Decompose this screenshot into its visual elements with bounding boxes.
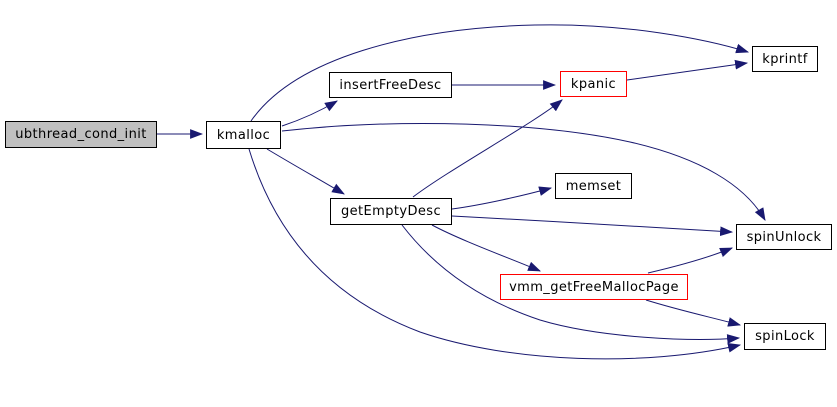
node-kpanic[interactable]: kpanic bbox=[560, 71, 627, 97]
edge-getemptydesc-to-kpanic bbox=[412, 99, 563, 198]
edge-kpanic-to-kprintf bbox=[626, 59, 749, 81]
node-memset[interactable]: memset bbox=[555, 173, 632, 199]
node-getemptydesc[interactable]: getEmptyDesc bbox=[330, 198, 452, 225]
edge-getemptydesc-to-memset bbox=[451, 186, 553, 210]
edge-kmalloc-to-spinunlock bbox=[281, 123, 766, 221]
node-kprintf[interactable]: kprintf bbox=[752, 46, 818, 72]
edge-kmalloc-to-kprintf bbox=[250, 24, 750, 122]
edge-getemptydesc-to-spinunlock bbox=[451, 215, 734, 237]
node-label: kpanic bbox=[570, 76, 617, 92]
node-label: memset bbox=[565, 178, 622, 194]
edge-getemptydesc-to-spinlock bbox=[401, 224, 741, 344]
edge-vmm-getfreemallocpage-to-spinunlock bbox=[647, 247, 734, 274]
edge-getemptydesc-to-vmm-getfreemallocpage bbox=[431, 224, 541, 272]
edge-kmalloc-to-insertfreedesc bbox=[281, 100, 338, 127]
edge-vmm-getfreemallocpage-to-spinlock bbox=[645, 299, 742, 327]
node-label: getEmptyDesc bbox=[341, 204, 441, 219]
node-label: ubthread_cond_init bbox=[15, 127, 147, 142]
node-label: spinUnlock bbox=[746, 229, 822, 245]
node-insertfreedesc[interactable]: insertFreeDesc bbox=[329, 72, 452, 98]
node-label: spinLock bbox=[755, 329, 815, 344]
edge-kmalloc-to-spinlock bbox=[248, 148, 742, 360]
node-spinlock[interactable]: spinLock bbox=[744, 323, 826, 350]
node-label: kmalloc bbox=[216, 127, 271, 143]
node-spinunlock[interactable]: spinUnlock bbox=[736, 224, 832, 250]
node-label: kprintf bbox=[762, 51, 808, 67]
node-kmalloc[interactable]: kmalloc bbox=[206, 121, 281, 149]
node-ubthread-cond-init: ubthread_cond_init bbox=[5, 121, 157, 148]
node-label: insertFreeDesc bbox=[339, 77, 442, 93]
edge-kmalloc-to-getemptydesc bbox=[266, 148, 345, 195]
node-label: vmm_getFreeMallocPage bbox=[509, 279, 679, 295]
node-vmm-getfreemallocpage[interactable]: vmm_getFreeMallocPage bbox=[500, 274, 688, 300]
